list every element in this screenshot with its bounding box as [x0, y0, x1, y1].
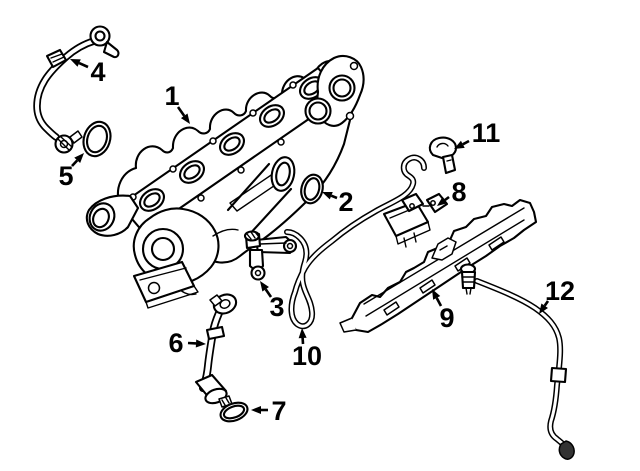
callout-label-6: 6: [168, 328, 183, 358]
callout-arrowhead-1: [180, 113, 190, 124]
part-coolant-return-hose: [459, 263, 575, 460]
callout-arrowhead-6: [195, 339, 206, 348]
part-o-ring-2: [300, 173, 324, 205]
part-coolant-line-loop: [284, 154, 427, 330]
callout-label-12: 12: [545, 276, 575, 306]
callout-arrow-line-4: [78, 61, 89, 69]
callout-arrowhead-5: [74, 153, 84, 164]
callout-12: 12: [539, 276, 575, 314]
callout-arrow-line-11: [462, 139, 470, 146]
callout-arrowhead-8: [437, 196, 448, 206]
part-oil-return-pipe: [194, 293, 238, 408]
callout-arrow-line-3: [264, 288, 273, 298]
callout-label-5: 5: [58, 161, 73, 191]
callout-9: 9: [432, 289, 455, 333]
part-oval-gasket: [219, 401, 249, 423]
callout-arrowhead-10: [298, 328, 307, 339]
callout-arrow-line-12: [543, 300, 550, 307]
callout-7: 7: [251, 396, 287, 426]
callout-6: 6: [168, 328, 206, 358]
callout-arrowhead-4: [70, 59, 81, 67]
callout-label-1: 1: [164, 81, 179, 111]
callout-label-3: 3: [269, 292, 284, 322]
callout-label-9: 9: [439, 303, 454, 333]
callout-arrowhead-2: [322, 192, 333, 200]
callout-arrowhead-7: [251, 406, 261, 414]
callout-label-8: 8: [451, 177, 466, 207]
callout-label-10: 10: [292, 341, 322, 371]
callout-arrow-line-9: [435, 297, 443, 307]
callout-arrow-line-5: [71, 159, 79, 167]
callout-arrow-line-2: [330, 194, 338, 200]
callout-11: 11: [454, 118, 500, 149]
callout-arrowhead-11: [454, 140, 465, 149]
callout-label-4: 4: [90, 57, 105, 87]
callout-label-11: 11: [472, 118, 501, 148]
callout-arrow-line-8: [444, 195, 450, 202]
part-heat-shield: [339, 198, 538, 334]
part-exhaust-manifold-turbocharger: [85, 54, 365, 309]
callout-2: 2: [322, 187, 354, 217]
callout-label-2: 2: [338, 187, 353, 217]
callout-arrowhead-12: [539, 303, 548, 314]
callout-arrowhead-3: [260, 281, 269, 292]
part-banjo-hose: [33, 25, 120, 154]
callout-label-7: 7: [271, 396, 286, 426]
callout-arrow-line-1: [176, 106, 186, 117]
part-o-ring-5: [82, 120, 112, 158]
part-rubber-clip: [428, 136, 458, 175]
part-holder-clip-assembly: [382, 192, 449, 248]
part-support-bracket: [243, 230, 298, 281]
callout-3: 3: [260, 281, 285, 322]
callout-8: 8: [437, 177, 467, 207]
callout-5: 5: [58, 153, 84, 191]
callout-10: 10: [292, 328, 322, 371]
callout-4: 4: [70, 57, 106, 87]
callout-arrowhead-9: [432, 289, 441, 300]
callout-1: 1: [164, 81, 190, 124]
